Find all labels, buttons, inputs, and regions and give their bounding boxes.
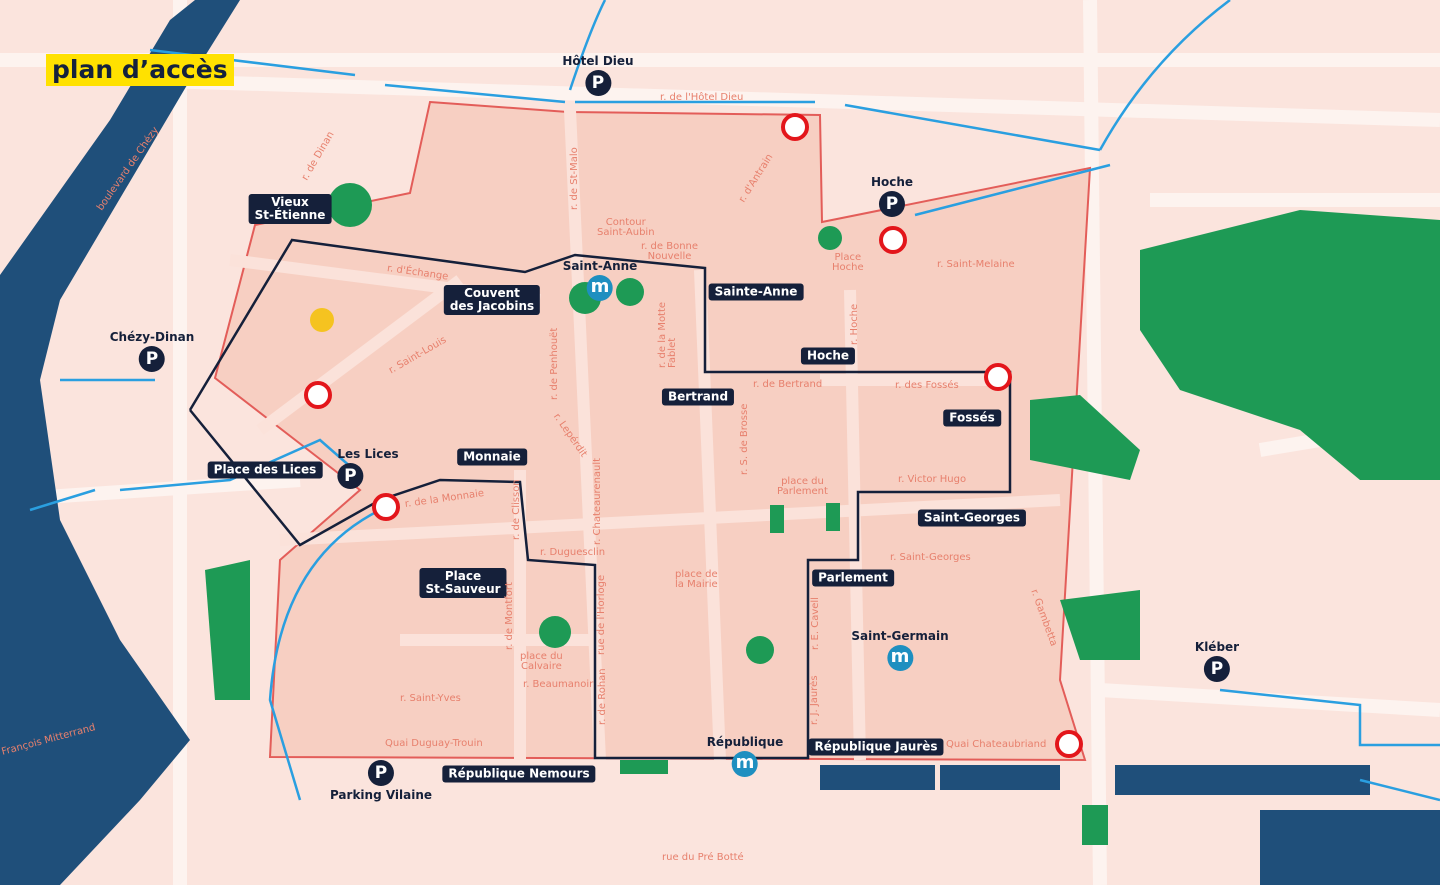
- parking-icon: P: [138, 346, 165, 372]
- street-label: r. de St-Malo: [569, 147, 580, 210]
- street-label: Place Hoche: [832, 252, 864, 273]
- access-routes: [29, 0, 1440, 802]
- parking-label: Kléber: [1194, 640, 1240, 654]
- street-label: r. S. de Brosse: [739, 403, 750, 475]
- metro-saint-anne[interactable]: Saint-Anne m: [562, 259, 638, 303]
- metro-icon: m: [587, 275, 613, 301]
- river-vilaine: [0, 0, 240, 885]
- street-label: place du Calvaire: [520, 651, 563, 672]
- street-label: r. de l'Hôtel Dieu: [660, 92, 744, 103]
- stop-place-st-sauveur[interactable]: Place St-Sauveur: [419, 568, 507, 598]
- metro-label: Saint-Anne: [562, 259, 638, 273]
- metro-icon: m: [731, 751, 758, 777]
- stop-monnaie[interactable]: Monnaie: [457, 448, 527, 466]
- bus-line: [188, 238, 1012, 760]
- parking-icon: P: [585, 70, 611, 96]
- stop-republique-jaures[interactable]: République Jaurès: [808, 738, 944, 756]
- metro-label: République: [706, 735, 784, 749]
- parking-label: Hôtel Dieu: [562, 54, 634, 68]
- metro-icon: m: [887, 645, 913, 671]
- street-label: r. Saint-Yves: [400, 693, 461, 704]
- stop-place-des-lices[interactable]: Place des Lices: [207, 461, 323, 479]
- street-label: r. Chateaurenault: [592, 457, 603, 545]
- river-canal: [820, 765, 1440, 885]
- stop-couvent-des-jacobins[interactable]: Couvent des Jacobins: [443, 285, 541, 315]
- map-title: plan d’accès: [46, 54, 234, 86]
- street-label: r. de Clisson: [511, 479, 522, 540]
- parking-icon: P: [337, 463, 364, 489]
- stop-vieux-st-etienne[interactable]: Vieux St-Étienne: [248, 194, 332, 224]
- street-label: r. J. Jaurès: [809, 675, 820, 725]
- access-points: [304, 113, 1083, 758]
- inner-streets: [229, 109, 1061, 761]
- street-label: Contour Saint-Aubin: [597, 217, 655, 238]
- stop-parlement[interactable]: Parlement: [812, 569, 894, 587]
- stop-fosses[interactable]: Fossés: [943, 409, 1001, 427]
- parking-label: Les Lices: [337, 447, 399, 461]
- street-label: r. de Rohan: [597, 668, 608, 725]
- street-label: r. Saint-Georges: [890, 552, 971, 563]
- street-label: rue de l'Horloge: [596, 574, 607, 655]
- street-label: Quai Chateaubriand: [946, 739, 1047, 750]
- street-label: place du Parlement: [777, 476, 828, 497]
- street-label: r. E. Cavell: [810, 597, 821, 650]
- stop-republique-nemours[interactable]: République Nemours: [442, 765, 596, 783]
- street-label: r. de la Motte Fablet: [657, 301, 678, 368]
- street-label: place de la Mairie: [675, 569, 718, 590]
- metro-republique[interactable]: République m: [706, 735, 784, 779]
- street-label: r. Beaumanoir: [523, 679, 594, 690]
- parking-label: Chézy-Dinan: [109, 330, 195, 344]
- street-label: r. Victor Hugo: [898, 474, 967, 485]
- street-label: Quai Duguay-Trouin: [385, 738, 483, 749]
- street-label: r. Duguesclin: [540, 547, 606, 558]
- stop-bertrand[interactable]: Bertrand: [661, 388, 735, 406]
- street-label: r. des Fossés: [895, 380, 959, 391]
- metro-label: Saint-Germain: [851, 629, 949, 643]
- street-label: r. Hoche: [849, 303, 860, 345]
- street-label: r. de Bertrand: [753, 379, 823, 390]
- street-label: r. Saint-Melaine: [937, 259, 1015, 270]
- parking-label: Parking Vilaine: [329, 788, 433, 802]
- metro-saint-germain[interactable]: Saint-Germain m: [851, 629, 949, 673]
- stop-saint-georges[interactable]: Saint-Georges: [917, 509, 1027, 527]
- parking-icon: P: [879, 191, 905, 217]
- parking-vilaine[interactable]: P Parking Vilaine: [330, 758, 432, 802]
- street-label: r. de Montfort: [504, 582, 515, 650]
- street-label: rue du Pré Botté: [662, 852, 744, 863]
- location-marker: [310, 308, 334, 332]
- street-label: r. de Bonne Nouvelle: [641, 241, 699, 262]
- parking-icon: P: [368, 760, 394, 786]
- street-label: r. de Penhouët: [549, 327, 560, 400]
- stop-sainte-anne[interactable]: Sainte-Anne: [708, 283, 804, 301]
- parks: [205, 183, 1440, 845]
- stop-hoche[interactable]: Hoche: [800, 347, 856, 365]
- parking-label: Hoche: [870, 175, 914, 189]
- parking-icon: P: [1203, 656, 1230, 682]
